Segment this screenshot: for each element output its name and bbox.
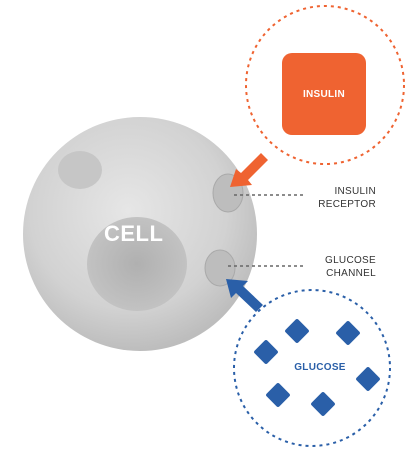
insulin-receptor-label-line2: RECEPTOR xyxy=(318,199,376,210)
glucose-arrow xyxy=(226,279,263,312)
glucose-molecule xyxy=(336,321,360,345)
glucose-molecule xyxy=(254,340,278,364)
glucose-channel xyxy=(204,249,236,287)
glucose-bubble xyxy=(233,289,391,447)
insulin-receptor-label-line1: INSULIN xyxy=(334,186,376,197)
cell-dimple xyxy=(58,151,102,189)
glucose-molecule xyxy=(285,319,309,343)
cell-nucleus xyxy=(87,217,187,311)
cell-label: CELL xyxy=(104,221,164,246)
insulin-block xyxy=(282,53,366,135)
insulin-bubble xyxy=(245,5,405,165)
glucose-channel-label: GLUCOSE CHANNEL xyxy=(306,254,376,280)
glucose-channel-label-line1: GLUCOSE xyxy=(324,255,376,266)
glucose-channel-label-line2: CHANNEL xyxy=(326,268,376,279)
insulin-arrow xyxy=(230,153,268,187)
glucose-molecule xyxy=(356,367,380,391)
insulin-receptor-label: INSULIN RECEPTOR xyxy=(306,185,376,211)
glucose-label: GLUCOSE xyxy=(294,362,346,373)
glucose-molecules xyxy=(254,319,380,416)
insulin-label: INSULIN xyxy=(302,89,346,100)
glucose-molecule xyxy=(266,383,290,407)
glucose-molecule xyxy=(311,392,335,416)
